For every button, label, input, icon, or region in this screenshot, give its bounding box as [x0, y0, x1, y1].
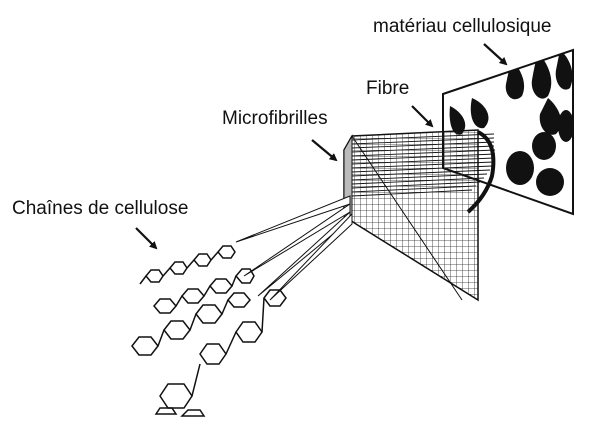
arrow-microfibrils	[312, 140, 336, 160]
label-cellulosic-material: matériau cellulosique	[373, 16, 552, 38]
arrow-chains	[136, 228, 156, 248]
label-microfibrils: Microfibrilles	[222, 108, 328, 130]
label-fibre: Fibre	[366, 78, 409, 100]
label-cellulose-chains: Chaînes de cellulose	[12, 198, 188, 220]
arrow-material	[484, 44, 506, 64]
cellulose-chains	[132, 246, 286, 416]
arrow-fibre	[412, 106, 432, 126]
chain-bundles	[236, 196, 352, 300]
microfibrils-block	[344, 130, 478, 300]
